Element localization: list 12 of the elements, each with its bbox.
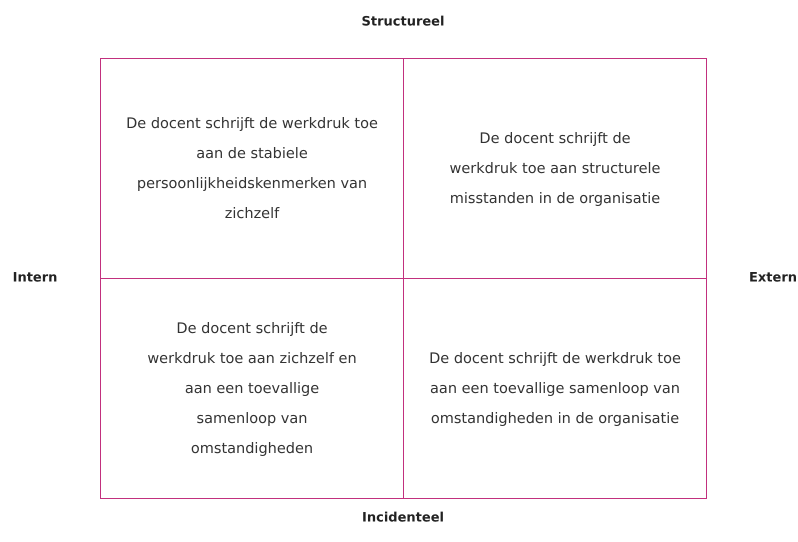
- axis-label: Structureel: [362, 14, 444, 30]
- quadrant-box: [403, 58, 707, 279]
- quadrant-text: De docent schrijft de werkdruk toe aan de stabiele persoonlijkheidskenmerken van zichzelf: [125, 114, 379, 224]
- quadrant-text: De docent schrijft de werkdruk toe aan zichzelf en aan een toevallige samenloop van omstandigheden: [146, 320, 358, 458]
- axis-label: Incidenteel: [362, 510, 444, 526]
- quadrant-box: [100, 278, 404, 499]
- axis-label: Intern: [12, 270, 58, 286]
- axis-label: Extern: [749, 270, 797, 286]
- quadrant-box: [100, 58, 404, 279]
- quadrant-text: De docent schrijft de werkdruk toe aan een toevallige samenloop van omstandigheden in de organisatie: [428, 350, 682, 428]
- quadrant-box: [403, 278, 707, 499]
- quadrant-text: De docent schrijft de werkdruk toe aan structurele misstanden in de organisatie: [448, 130, 662, 208]
